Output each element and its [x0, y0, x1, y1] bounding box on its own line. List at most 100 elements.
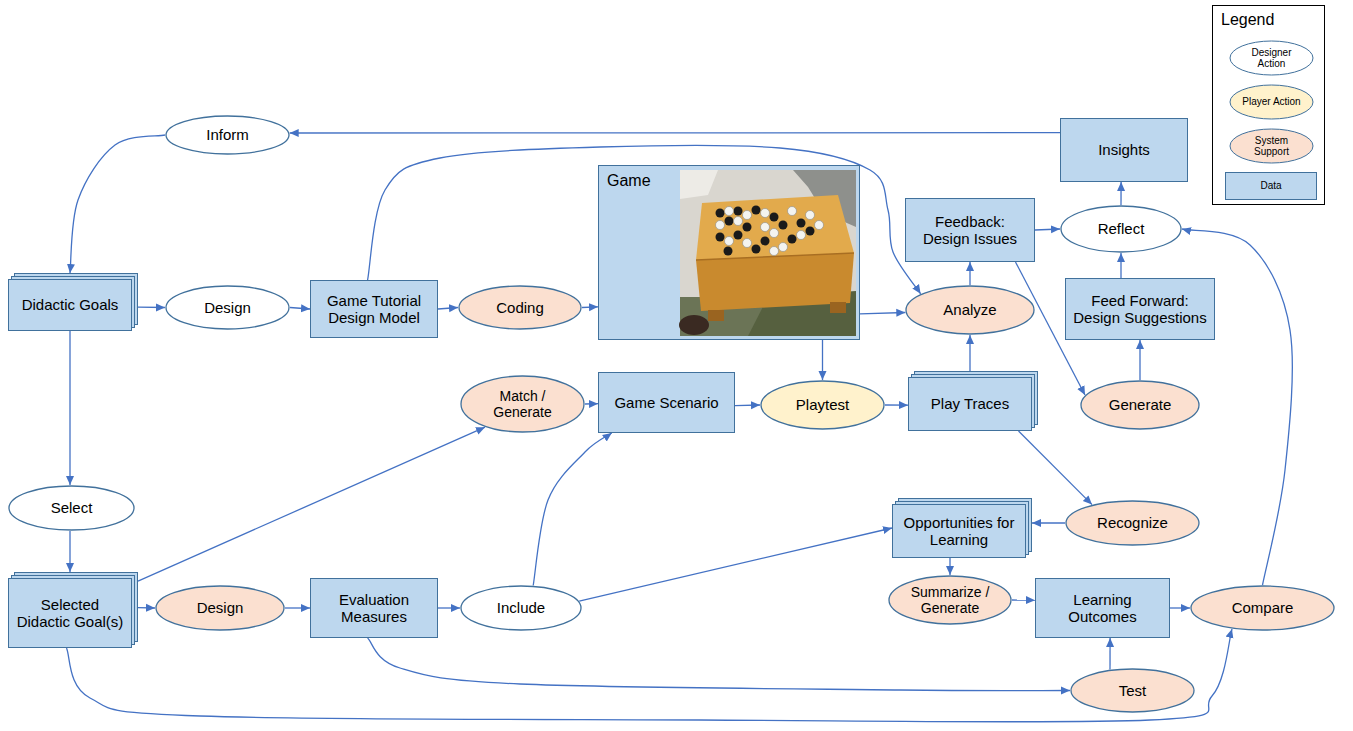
legend-label: Designer Action [1238, 47, 1306, 70]
connector-arrow [582, 306, 598, 308]
node-label: Selected Didactic Goal(s) [14, 596, 126, 631]
ellipse-shape [1081, 381, 1199, 429]
white-stones [716, 207, 824, 256]
data-box: Game Scenario [598, 372, 735, 433]
node-label: Compare [1232, 599, 1294, 616]
connector-arrow [1012, 599, 1035, 601]
ellipse-shape [156, 586, 284, 630]
connector-arrow [533, 433, 612, 586]
connector-arrow [290, 308, 310, 310]
ellipse-shape [9, 486, 134, 530]
connector-arrow [368, 638, 1070, 691]
node-label: Coding [496, 299, 544, 316]
data-box: Game Tutorial Design Model [310, 280, 438, 338]
data-stack: Opportunities for Learning [892, 504, 1026, 558]
connector-arrow [1019, 431, 1093, 505]
connector-arrow [1032, 522, 1065, 523]
connector-arrow [969, 335, 970, 371]
photo-ground [680, 170, 856, 336]
connector-arrow [860, 313, 905, 314]
legend-label: Data [1260, 180, 1281, 192]
legend-swatch [1226, 173, 1317, 200]
node-label: Playtest [796, 396, 849, 413]
legend-item: Designer Action [1229, 40, 1314, 76]
action-ellipse: Reflect [1060, 205, 1182, 253]
connector-arrow [438, 607, 460, 608]
node-label: Select [51, 499, 93, 516]
photo-cloth [680, 170, 718, 199]
board-foot [830, 302, 846, 313]
action-ellipse: Playtest [760, 380, 885, 430]
connector-arrow [67, 629, 1233, 722]
legend-label: System Support [1238, 135, 1306, 158]
ellipse-shape [906, 286, 1034, 334]
legend-box: LegendDesigner ActionPlayer ActionSystem… [1212, 5, 1325, 205]
node-label: Game Tutorial Design Model [316, 292, 432, 327]
box-heading: Game [607, 172, 651, 190]
ellipse-shape [461, 376, 584, 432]
node-label: Play Traces [931, 395, 1009, 412]
data-box: Feedback: Design Issues [905, 198, 1035, 262]
data-box: Insights [1060, 118, 1188, 182]
ellipse-shape [1191, 586, 1334, 630]
action-ellipse: Include [460, 585, 582, 631]
legend-item: Data [1225, 172, 1317, 200]
node-label: Test [1119, 682, 1147, 699]
action-ellipse: Compare [1190, 585, 1335, 631]
data-stack: Didactic Goals [8, 279, 132, 331]
action-ellipse: Summarize / Generate [888, 575, 1012, 625]
node-label: Feedback: Design Issues [911, 213, 1029, 248]
connector-arrow [1109, 638, 1110, 670]
connector-arrow [885, 404, 908, 406]
node-label: Summarize / Generate [900, 584, 999, 616]
game-illustration [598, 165, 860, 340]
board-top [696, 195, 854, 260]
connector-arrow [69, 531, 70, 572]
legend-heading: Legend [1213, 6, 1324, 29]
action-ellipse: Coding [458, 285, 582, 330]
data-box: Feed Forward: Design Suggestions [1065, 278, 1215, 340]
connector-arrow [969, 262, 970, 285]
action-ellipse: Recognize [1065, 500, 1200, 546]
board-foot [708, 310, 724, 321]
go-board-photo [679, 170, 856, 336]
action-ellipse: Inform [165, 115, 290, 155]
connector-arrow [70, 135, 165, 273]
node-label: Inform [206, 126, 249, 143]
connector-arrow [1139, 340, 1140, 380]
ellipse-shape [1061, 206, 1181, 252]
connector-arrow [579, 528, 892, 601]
action-ellipse: Design [155, 585, 285, 631]
black-stones [716, 206, 815, 256]
node-label: Match / Generate [473, 388, 573, 420]
legend-item: System Support [1229, 128, 1314, 164]
node-label: Generate [1109, 396, 1172, 413]
ellipse-shape [761, 381, 884, 429]
connector-arrow [1120, 253, 1121, 278]
ellipse-shape [166, 116, 289, 154]
connector-arrow [138, 307, 165, 309]
node-label: Recognize [1097, 514, 1168, 531]
node-label: Reflect [1098, 220, 1145, 237]
action-ellipse: Generate [1080, 380, 1200, 430]
node-label: Design [204, 299, 251, 316]
action-ellipse: Select [8, 485, 135, 531]
legend-swatch [1230, 41, 1313, 75]
ellipse-shape [166, 286, 289, 329]
node-label: Feed Forward: Design Suggestions [1071, 292, 1209, 327]
game-box-fill [598, 165, 860, 340]
node-label: Analyze [943, 301, 996, 318]
data-stack: Play Traces [908, 377, 1032, 431]
action-ellipse: Match / Generate [460, 375, 585, 433]
node-label: Game Scenario [614, 394, 718, 411]
connector-arrow [1035, 229, 1060, 230]
data-box: Evaluation Measures [310, 578, 438, 638]
connector-arrow [290, 132, 1060, 134]
connector-arrow [138, 607, 155, 609]
legend-item: Player Action [1229, 84, 1314, 120]
node-label: Opportunities for Learning [898, 514, 1020, 549]
ellipse-shape [1071, 669, 1194, 712]
connector-arrow [438, 308, 458, 310]
node-label: Learning Outcomes [1041, 591, 1164, 626]
